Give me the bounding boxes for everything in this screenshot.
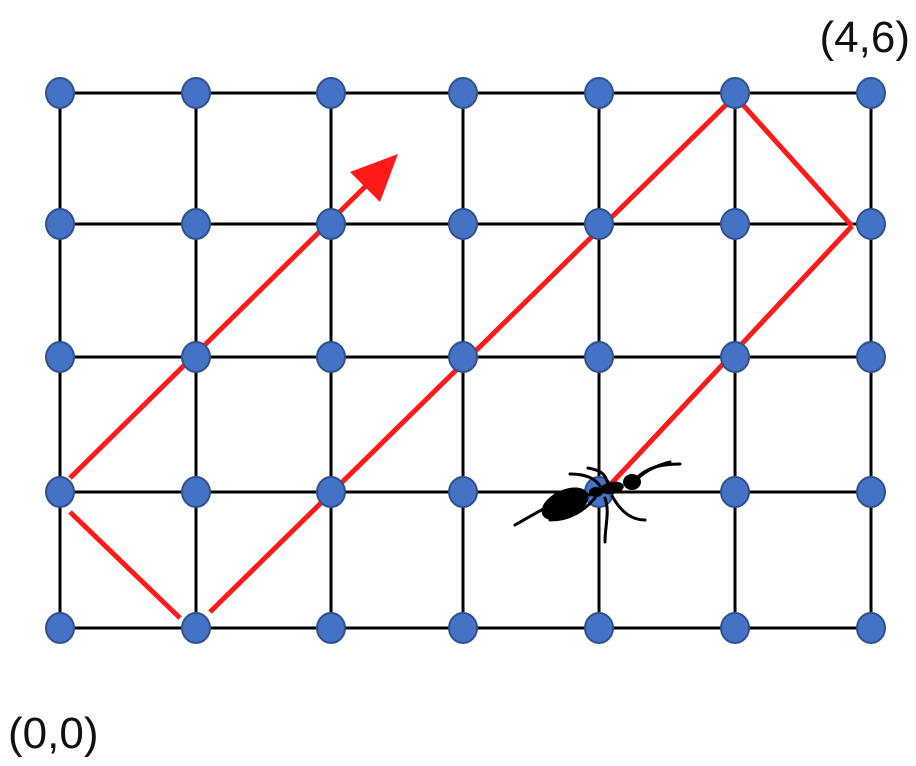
- grid-node-r3-c2: [316, 208, 346, 240]
- grid-node-r4-c2: [316, 77, 346, 109]
- grid-node-r3-c0: [45, 208, 75, 240]
- grid-node-r2-c0: [45, 341, 75, 373]
- bottom-left-coordinate-label: (0,0): [8, 709, 99, 758]
- grid-node-r0-c0: [45, 612, 75, 644]
- grid-node-r2-c4: [584, 341, 614, 373]
- grid-node-r1-c0: [45, 476, 75, 508]
- grid-node-r1-c1: [181, 476, 211, 508]
- path-segment-3: [68, 510, 182, 620]
- grid-nodes: [45, 77, 886, 644]
- grid-node-r1-c2: [316, 476, 346, 508]
- grid-node-r0-c2: [316, 612, 346, 644]
- grid-node-r4-c4: [584, 77, 614, 109]
- grid-node-r4-c5: [720, 77, 750, 109]
- grid-node-r2-c1: [181, 341, 211, 373]
- grid-node-r0-c4: [584, 612, 614, 644]
- grid-node-r4-c1: [181, 77, 211, 109]
- grid-node-r1-c6: [856, 476, 886, 508]
- path-segment-1: [733, 94, 854, 228]
- grid-node-r2-c2: [316, 341, 346, 373]
- grid-node-r3-c1: [181, 208, 211, 240]
- grid-node-r2-c5: [720, 341, 750, 373]
- grid-node-r2-c3: [448, 341, 478, 373]
- grid-node-r1-c5: [720, 476, 750, 508]
- grid-node-r3-c5: [720, 208, 750, 240]
- grid-node-r4-c0: [45, 77, 75, 109]
- arrowhead-icon: [350, 154, 398, 202]
- grid-node-r4-c3: [448, 77, 478, 109]
- grid-node-r3-c3: [448, 208, 478, 240]
- ant-icon: [513, 460, 682, 544]
- grid-node-r2-c6: [856, 341, 886, 373]
- top-right-coordinate-label: (4,6): [819, 13, 910, 62]
- grid-node-r1-c3: [448, 476, 478, 508]
- grid-node-r3-c6: [856, 208, 886, 240]
- grid-node-r0-c5: [720, 612, 750, 644]
- grid-node-r0-c3: [448, 612, 478, 644]
- grid-node-r0-c6: [856, 612, 886, 644]
- grid-node-r0-c1: [181, 612, 211, 644]
- grid-node-r3-c4: [584, 208, 614, 240]
- grid-node-r4-c6: [856, 77, 886, 109]
